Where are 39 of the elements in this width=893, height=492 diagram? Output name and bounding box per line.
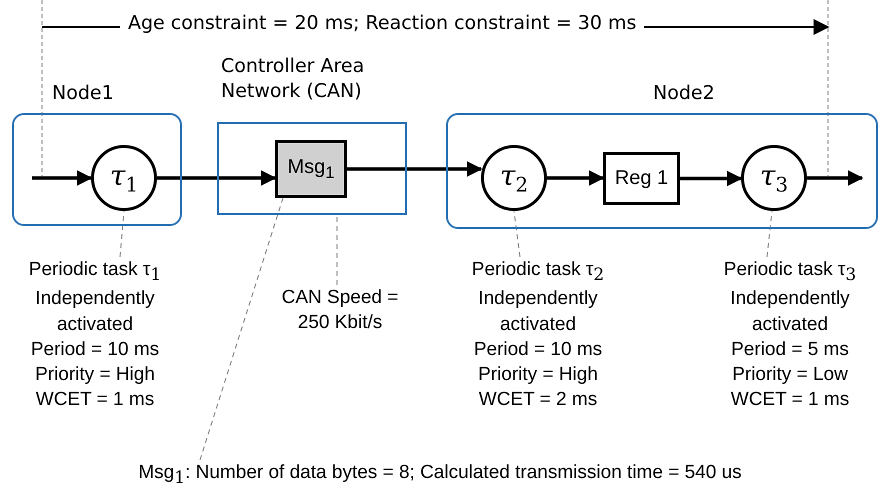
leader-line (120, 210, 124, 258)
register-box (603, 152, 680, 205)
arrow (32, 170, 93, 186)
group-heading: Node2 (653, 81, 715, 106)
task-label: τ$_{3}$ (760, 162, 788, 194)
annotation-text: Periodic task τ$_{1}$ (28, 258, 162, 286)
leader-line (336, 214, 338, 286)
annotation-text: Msg$_{1}$: Number of data bytes = 8; Calculated transmission time = 540 us (138, 461, 742, 490)
annotation-text: Period = 5 ms (731, 338, 849, 362)
annotation-text: Independently activated (729, 287, 851, 337)
annotation-text: Independently activated (34, 287, 156, 337)
annotation-text: Period = 10 ms (30, 338, 160, 362)
annotation-text: Priority = Low (732, 363, 848, 388)
message-box (275, 140, 347, 198)
group-heading: Controller Area Network (CAN) (221, 54, 366, 104)
annotation-text: Periodic task τ$_{2}$ (472, 258, 604, 286)
annotation-text: Priority = High (35, 363, 155, 388)
leader-line (514, 210, 520, 258)
annotation-text: WCET = 2 ms (478, 388, 598, 412)
annotation-text: CAN Speed = 250 Kbit/s (280, 286, 400, 336)
annotation-text: WCET = 1 ms (730, 388, 850, 412)
arrow (547, 170, 605, 186)
leader-line (200, 198, 284, 460)
arrow (680, 170, 743, 186)
arrow (157, 170, 277, 186)
arrow (807, 170, 864, 186)
annotation-text: Priority = High (478, 363, 598, 388)
annotation-text: Periodic task τ$_{3}$ (724, 258, 856, 286)
annotation-text: Period = 10 ms (474, 338, 602, 362)
group-heading: Node1 (52, 81, 114, 106)
arrow (347, 161, 483, 177)
annotation-text: Independently activated (477, 287, 599, 337)
box-label: Msg$_{1}$ (287, 156, 335, 182)
leader-line (766, 210, 772, 258)
annotation-text: WCET = 1 ms (36, 388, 154, 412)
constraint-label: Age constraint = 20 ms; Reaction constraint = 30 ms (120, 12, 644, 34)
box-label: Reg 1 (614, 167, 668, 190)
task-label: τ$_{2}$ (500, 162, 528, 194)
task-label: τ$_{1}$ (110, 162, 138, 194)
